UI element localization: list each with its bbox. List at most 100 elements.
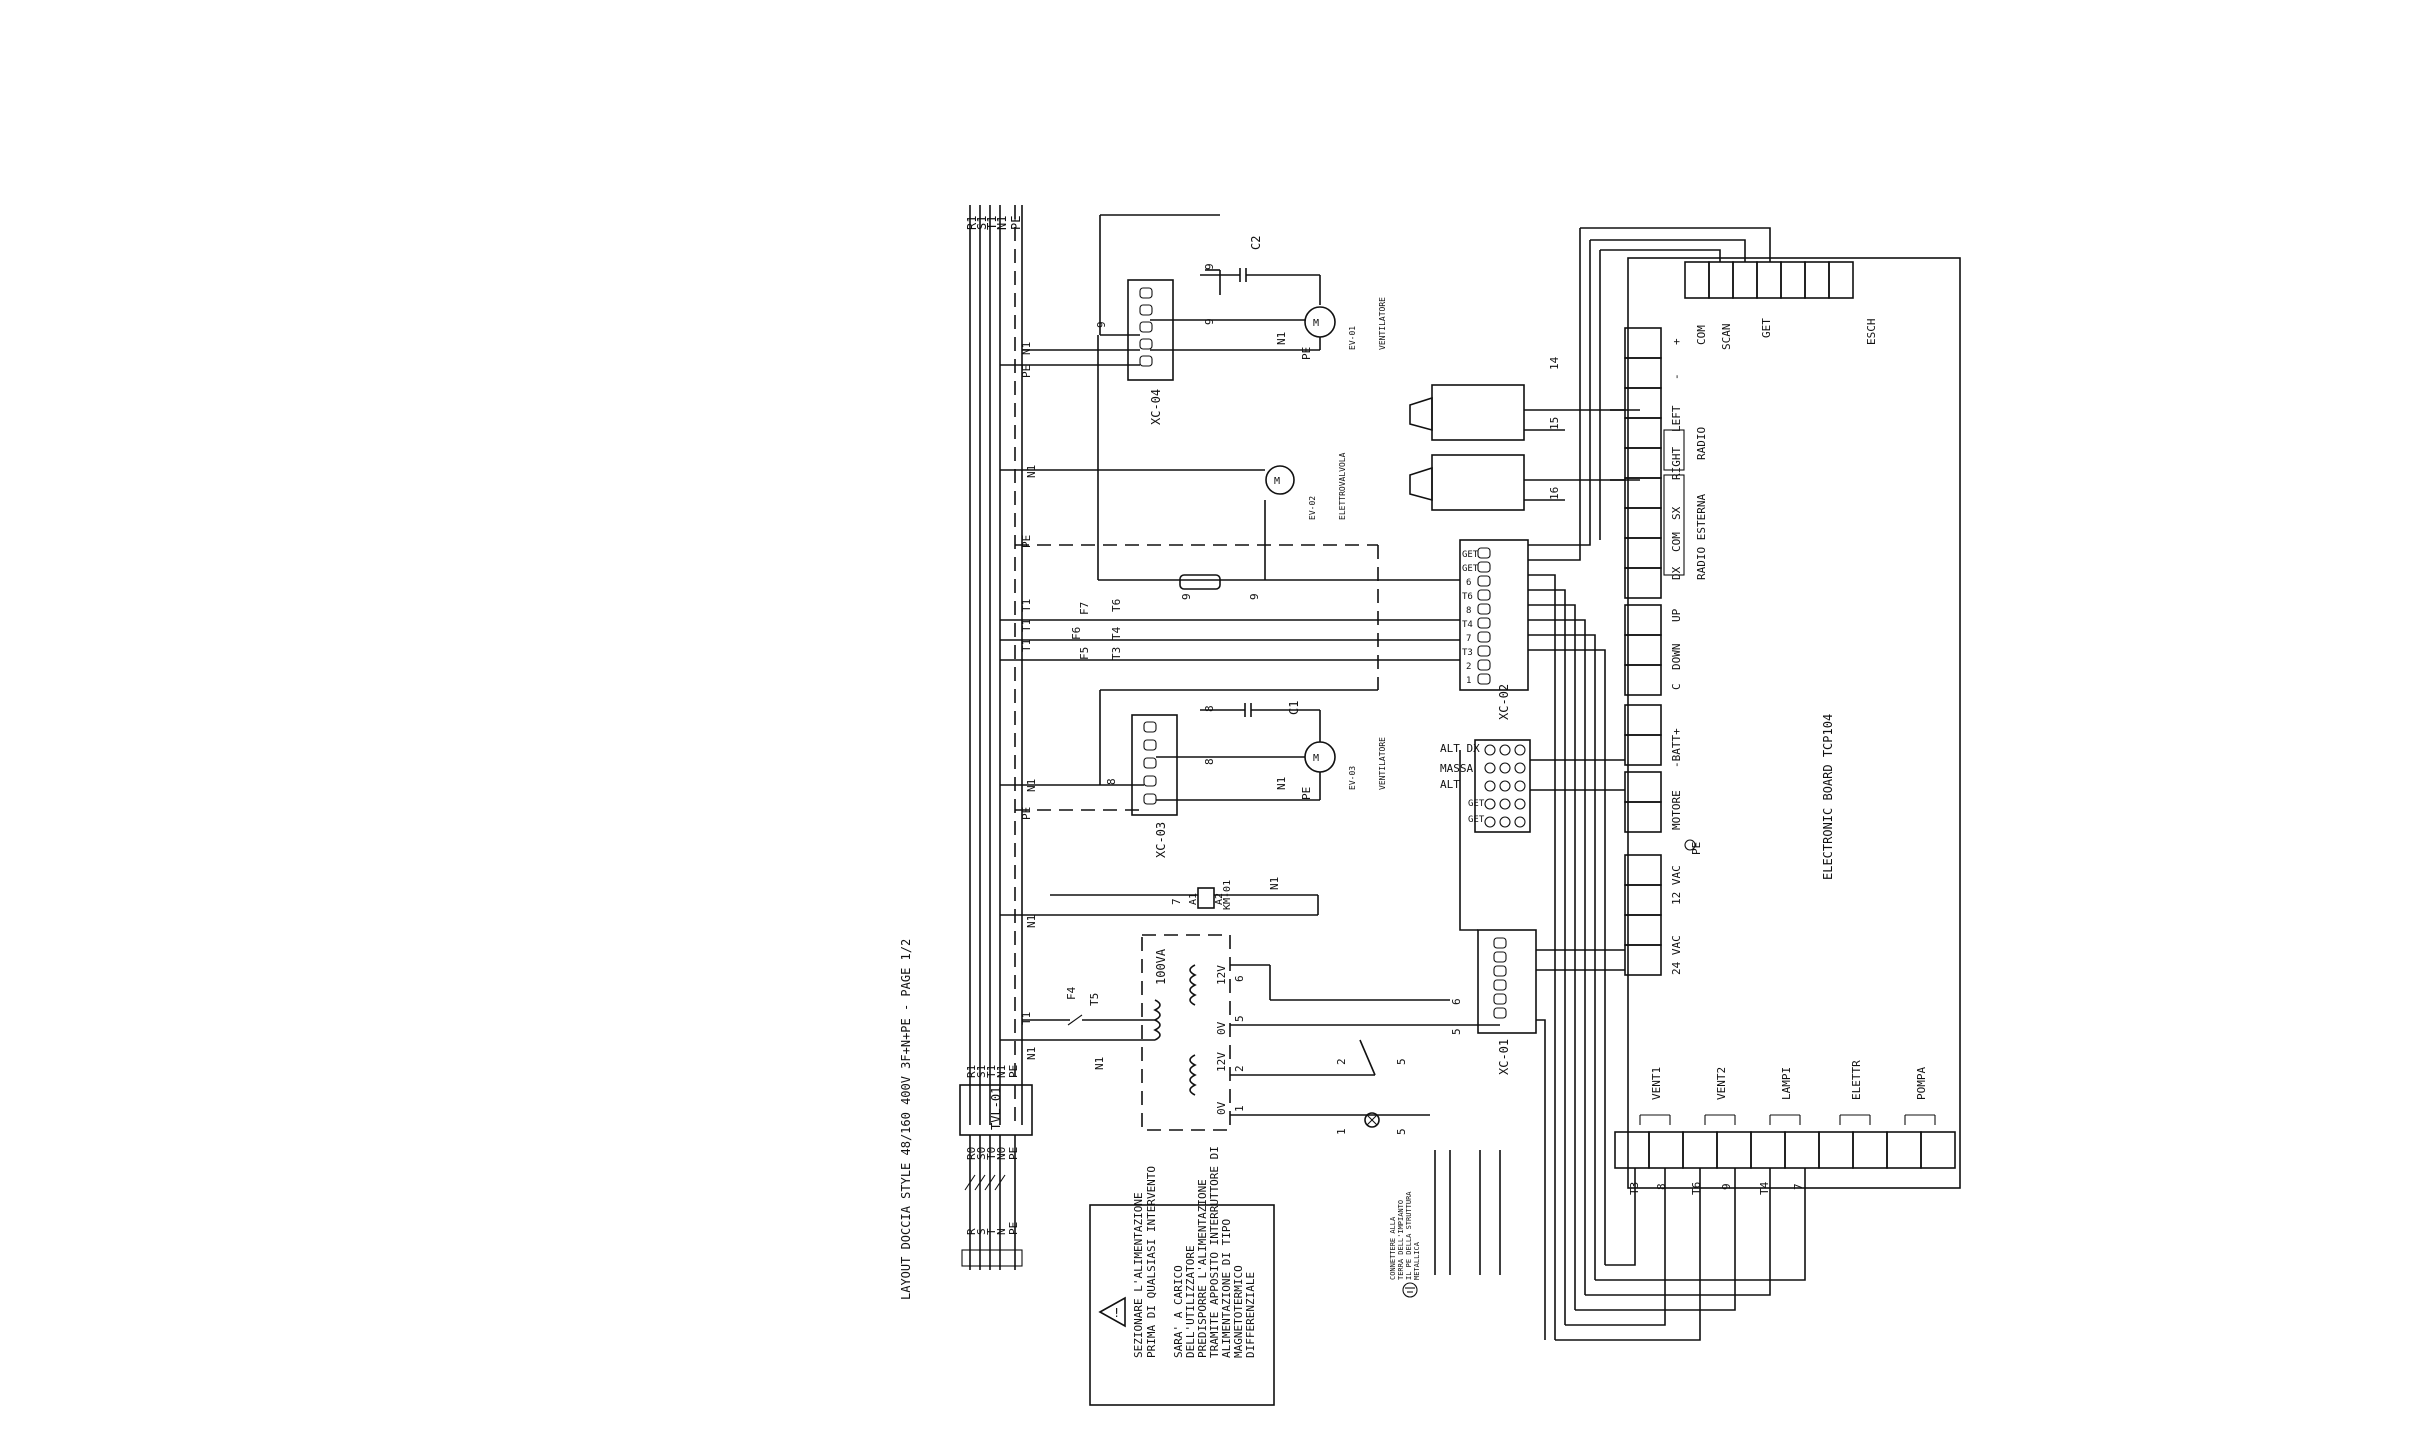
- fuse-f7: F7: [1078, 602, 1091, 615]
- ground-note: CONNETTERE ALLA TERRA DELL'IMPIANTO IL P…: [1389, 1150, 1501, 1298]
- cap-c2: C2: [1249, 236, 1263, 250]
- ctrl-up: UP: [1670, 608, 1683, 622]
- warning-body-5: ALIMENTAZIONE DI TIPO: [1220, 1219, 1233, 1358]
- radio-dx: DX: [1670, 566, 1683, 580]
- bus-tap-pe-a: PE: [1020, 365, 1033, 378]
- fan3-wire-8b: 8: [1203, 758, 1216, 765]
- fuse-f5: F5: [1078, 647, 1091, 660]
- xc02-t1: GET: [1462, 564, 1479, 574]
- fuses-f5-f7: T1 T1 T1 F7 F6 F5 T6 T4 T3: [1000, 599, 1460, 661]
- relay-neutral: N1: [1268, 877, 1281, 890]
- terminal-xc02: GET GET 6 T6 8 T4 7 T3 2 1 XC-02: [1459, 539, 1529, 720]
- ground-note-4: METALLICA: [1413, 1241, 1421, 1280]
- lamp-wire-5: 5: [1395, 1128, 1408, 1135]
- fan1-wire-9b: 9: [1203, 318, 1216, 325]
- contact-5: 5: [1395, 1058, 1408, 1065]
- speaker-wire-16: 16: [1548, 487, 1561, 500]
- prim-12v: 12V: [1215, 1052, 1228, 1072]
- board-esch: ESCH: [1865, 319, 1878, 346]
- xc02-t4: 8: [1466, 606, 1471, 616]
- lamp-icon: [1364, 1112, 1380, 1128]
- bw-t6: T6: [1690, 1182, 1703, 1195]
- warning-body-4: TRAMITE APPOSITO INTERRUTTORE DI: [1208, 1146, 1221, 1358]
- switch-out-r1: R1: [965, 1065, 978, 1078]
- bus-tap-t1-d: T1: [1020, 1012, 1033, 1025]
- xc01-wire-5: 5: [1450, 1028, 1463, 1035]
- warning-body-3: PREDISPORRE L'ALIMENTAZIONE: [1196, 1179, 1209, 1358]
- fan1-pe: PE: [1300, 347, 1313, 360]
- bw-8: 8: [1655, 1183, 1668, 1190]
- lamp-wire-1: 1: [1335, 1128, 1348, 1135]
- bus-tap-n1-d: N1: [1025, 1047, 1038, 1060]
- wire-2: 2: [1233, 1065, 1246, 1072]
- bus-tap-pe-b: PE: [1020, 807, 1033, 820]
- supply-in-pe: PE: [1007, 1222, 1020, 1235]
- xc02-t3: T6: [1462, 592, 1473, 602]
- fan-motor-1-m: M: [1313, 318, 1319, 329]
- warning-box: ! SEZIONARE L'ALIMENTAZIONE PRIMA DI QUA…: [1089, 1146, 1275, 1406]
- electronic-board: ELECTRONIC BOARD TCP104 COM SCAN GET ESC…: [1614, 257, 1961, 1195]
- prim-0v: 0V: [1215, 1101, 1228, 1115]
- supply-in-s: S: [975, 1228, 988, 1235]
- radio-left: LEFT: [1670, 405, 1683, 432]
- sec-0v: 0V: [1215, 1021, 1228, 1035]
- switch-in-t0: T0: [985, 1147, 998, 1160]
- wire-6: 6: [1233, 975, 1246, 982]
- ev02-desc: ELETTROVALVOLA: [1338, 452, 1347, 520]
- radio-right: RIGHT: [1670, 447, 1683, 480]
- fan-motor-3-icon: [1304, 741, 1336, 773]
- ground-note-3: IL PE DELLA STRUTTURA: [1405, 1191, 1413, 1280]
- fan1-wire-9c: 9: [1203, 263, 1216, 270]
- bus-tap-n1-b: N1: [1025, 779, 1038, 792]
- radio-minus: -: [1670, 373, 1683, 380]
- bus-label-pe: PE: [1009, 216, 1023, 230]
- ground-icon: [1402, 1282, 1418, 1298]
- motor-ev02: M N1 EV-02 ELETTROVALVOLA PE 9 9: [1000, 335, 1460, 690]
- fan1-desc: VENTILATORE: [1378, 297, 1387, 350]
- fan-motor-3-m: M: [1313, 753, 1319, 764]
- fuse-t6: T6: [1110, 599, 1123, 612]
- supply-bus: R1 S1 T1 N1 PE: [965, 205, 1023, 1125]
- transformer: 100VA 0V 12V 0V 12V 6 5 1 2 F4 T5 N1: [1000, 934, 1500, 1131]
- ctrl-motore: MOTORE: [1670, 790, 1683, 830]
- xc02-t7: T3: [1462, 648, 1473, 658]
- fan-block-xc03: XC-03 C1 M 8 8 8 N1 PE EV-03 VENTILATORE…: [1000, 689, 1387, 1060]
- relay-a2: A2: [1214, 893, 1225, 905]
- radio-title: RADIO: [1695, 427, 1708, 460]
- warning-body-1: SARA' A CARICO: [1172, 1265, 1185, 1358]
- fan-motor-1-icon: [1304, 306, 1336, 338]
- bus-label-t1: T1: [985, 216, 999, 230]
- warning-line-1: SEZIONARE L'ALIMENTAZIONE: [1132, 1192, 1145, 1358]
- board-pe: PE: [1690, 842, 1703, 855]
- bus-label-r1: R1: [965, 216, 979, 230]
- xc01-wire-6: 6: [1450, 998, 1463, 1005]
- fuse-f4: F4: [1065, 986, 1078, 1000]
- out-elettr: ELETTR: [1850, 1060, 1863, 1100]
- board-get: GET: [1760, 318, 1773, 338]
- switch-in-n0: N0: [995, 1147, 1008, 1160]
- switch-out-n1: N1: [995, 1065, 1008, 1078]
- xc03-label: XC-03: [1154, 822, 1168, 858]
- switch-out-t1: T1: [985, 1065, 998, 1078]
- ground-note-2: TERRA DELL'IMPIANTO: [1397, 1200, 1405, 1280]
- fuse-t1-c: T1: [1020, 639, 1033, 652]
- fan3-wire-8a: 8: [1105, 778, 1118, 785]
- board-scan: SCAN: [1720, 324, 1733, 351]
- fan-block-xc04: XC-04 C2 M 9 9 9 N1 PE EV-01 VENTILATORE…: [1000, 214, 1387, 425]
- harness: [1459, 227, 1806, 1341]
- fan3-pe: PE: [1300, 787, 1313, 800]
- page-title: LAYOUT DOCCIA STYLE 48/160 400V 3F+N+PE …: [899, 939, 913, 1300]
- xc02-t2: 6: [1466, 578, 1471, 588]
- ev02-wire-9b: 9: [1248, 593, 1261, 600]
- fan1-name: EV-01: [1348, 326, 1357, 350]
- radio-ext-title: RADIO ESTERNA: [1695, 494, 1708, 580]
- bus-tap-n1-a: N1: [1020, 342, 1033, 355]
- fan3-n1: N1: [1275, 777, 1288, 790]
- sec-12v: 12V: [1215, 965, 1228, 985]
- xc02-t5: T4: [1462, 620, 1473, 630]
- ctrl-24vac: 24 VAC: [1670, 935, 1683, 975]
- aux-terminal: ALT DX MASSA ALT GET GET: [1440, 739, 1531, 833]
- xc01-label: XC-01: [1497, 1039, 1511, 1075]
- out-vent2: VENT2: [1715, 1067, 1728, 1100]
- xc04-label: XC-04: [1149, 389, 1163, 425]
